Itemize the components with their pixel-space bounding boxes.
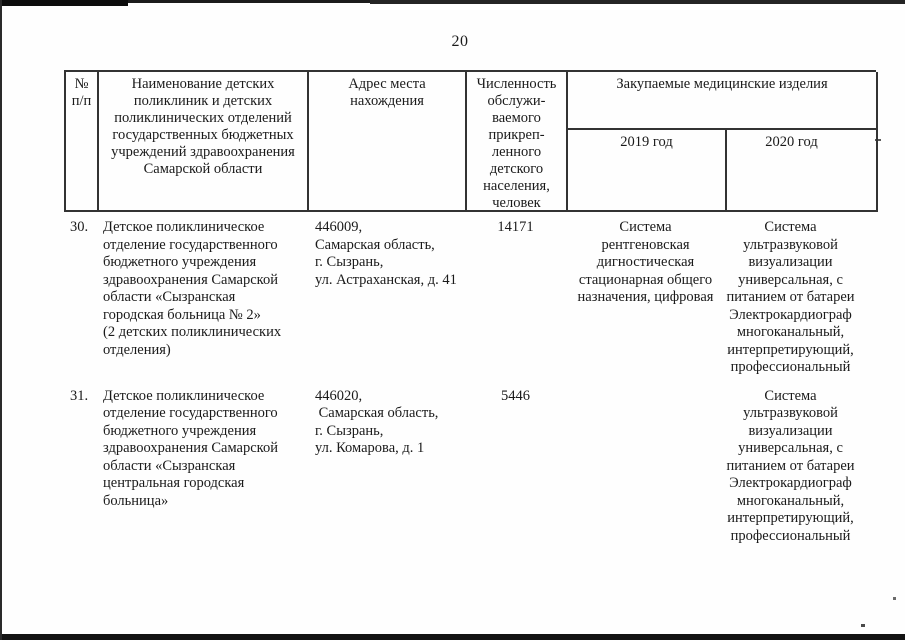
cell-row-number: 31. — [70, 387, 89, 404]
cell-population: 5446 — [501, 387, 530, 404]
cell-population: 14171 — [497, 219, 534, 235]
cell-row-number: 30. — [70, 219, 89, 235]
scan-artifact-top-edge-mid — [370, 0, 905, 4]
header-col-address: Адрес места нахождения — [309, 72, 467, 212]
scan-artifact-left-edge — [0, 0, 2, 640]
cell-purchases-2019: Система рентгеновская дигностическая ста… — [577, 219, 714, 305]
scan-speck — [861, 624, 865, 627]
header-col-year-2019: 2019 год — [568, 130, 727, 212]
cell-purchases-2020: Система ультразвуковой визуализации унив… — [726, 387, 855, 544]
table-row: 30. Детское поликлиническое отделение го… — [64, 219, 876, 377]
cell-purchases-2020: Система ультразвуковой визуализации унив… — [726, 219, 855, 375]
header-col-year-2020: 2020 год — [727, 130, 878, 212]
scan-speck — [893, 597, 896, 600]
header-col-population: Численность обслужи- ваемого прикреп- ле… — [467, 72, 568, 212]
scan-artifact-top-edge-thick — [0, 0, 128, 6]
page-number: 20 — [451, 33, 469, 50]
scan-speck — [875, 139, 881, 141]
cell-institution-name: Детское поликлиническое отделение госуда… — [103, 387, 278, 509]
header-col-row-number: № п/п — [66, 72, 99, 212]
cell-institution-name: Детское поликлиническое отделение госуда… — [103, 219, 282, 358]
polyclinics-table: № п/п Наименование детских поликлиник и … — [64, 70, 878, 545]
table-body: 30. Детское поликлиническое отделение го… — [64, 219, 876, 545]
table-row: 31. Детское поликлиническое отделение го… — [64, 388, 876, 546]
table-header: № п/п Наименование детских поликлиник и … — [64, 70, 878, 212]
cell-address: 446020, Самарская область, г. Сызрань, у… — [315, 387, 439, 457]
header-col-name: Наименование детских поликлиник и детски… — [99, 72, 309, 212]
cell-address: 446009, Самарская область, г. Сызрань, у… — [315, 219, 457, 288]
cell-purchases-2019 — [566, 388, 725, 546]
header-col-purchases: Закупаемые медицинские изделия — [568, 72, 878, 130]
scan-artifact-bottom-edge — [0, 634, 905, 640]
